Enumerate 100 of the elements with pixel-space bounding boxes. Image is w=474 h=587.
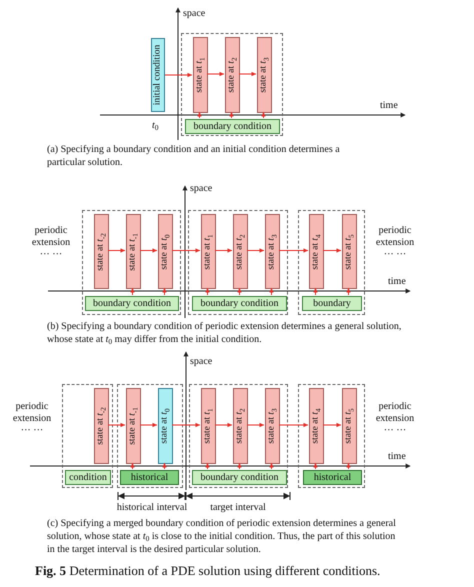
arrow (140, 248, 158, 253)
axis-label: time (388, 451, 406, 462)
state-box (158, 214, 173, 289)
arrow (205, 288, 210, 296)
box-label: boundary (312, 298, 352, 308)
dashed-group-box (298, 210, 365, 315)
arrow (206, 72, 224, 76)
arrow (237, 288, 242, 296)
dashed-group-box (82, 210, 181, 315)
arrow (162, 288, 167, 296)
arrow (269, 462, 274, 470)
axis-label: t$_{0}$ (152, 120, 159, 132)
figure-caption: Fig. 5 Determination of a PDE solution using different conditions. (35, 564, 380, 579)
arrow (346, 462, 351, 470)
dashed-group-box (181, 33, 283, 136)
dashed-group-box (188, 210, 288, 315)
ellipsis-text: ··· ··· (38, 249, 64, 260)
caption-text: (b) Specifying a boundary condition of periodic extension determines a general solution, whose state at t$_{0}$ may differ from the initial condition. (47, 320, 402, 346)
initial-condition-box (151, 38, 165, 112)
arrow (261, 112, 266, 118)
axis-label: space (190, 356, 212, 368)
arrow (162, 462, 167, 470)
arrow (172, 248, 200, 253)
historical-condition-box (303, 470, 362, 485)
state-box (94, 388, 109, 464)
side-label: periodic extension (374, 225, 416, 248)
axis-label: time (380, 100, 398, 112)
box-label: initial condition (153, 44, 163, 106)
boundary-condition-box (65, 470, 111, 485)
boundary-condition-box (192, 296, 287, 311)
boundary-condition-box (192, 470, 287, 485)
box-label: condition (68, 472, 108, 482)
initial-condition-box (158, 388, 173, 464)
state-box (233, 214, 248, 289)
arrow (313, 462, 318, 470)
arrow (322, 248, 342, 253)
arrow (269, 288, 274, 296)
state-box (342, 214, 357, 289)
arrow (164, 72, 192, 78)
arrow (140, 422, 158, 428)
box-label: historical (312, 472, 352, 482)
state-box (126, 214, 141, 289)
arrow (108, 248, 126, 253)
arrow (238, 72, 256, 76)
box-label: boundary condition (199, 472, 280, 482)
boundary-condition-box (302, 296, 362, 311)
arrow (130, 288, 135, 296)
ellipsis-text: ··· ··· (382, 249, 408, 260)
ellipsis-text: ··· ··· (20, 425, 44, 436)
side-label: periodic extension (374, 401, 416, 424)
dashed-group-box (62, 384, 113, 488)
arrow (278, 422, 308, 428)
ellipsis-text: ··· ··· (382, 425, 408, 436)
boundary-condition-box (85, 296, 179, 311)
boundary-condition-box (185, 119, 280, 134)
dimension-label: historical interval (116, 502, 188, 514)
arrow (278, 248, 308, 253)
dashed-group-box (298, 384, 365, 488)
historical-condition-box (120, 470, 179, 485)
caption-text: (a) Specifying a boundary condition and an initial condition determines a particular solution. (47, 143, 341, 169)
dashed-group-box (189, 384, 288, 488)
arrow (313, 288, 318, 296)
state-box (233, 388, 248, 464)
box-label: historical (130, 472, 170, 482)
state-box (126, 388, 141, 464)
arrow (246, 422, 264, 428)
arrow (322, 422, 342, 428)
arrow (108, 422, 126, 428)
arrow (130, 462, 135, 470)
state-box (342, 388, 357, 464)
dimension-label: target interval (209, 502, 267, 514)
arrow (346, 288, 351, 296)
axis-label: space (190, 183, 212, 194)
state-box (225, 37, 240, 113)
arrow (197, 112, 202, 118)
state-box (201, 388, 216, 464)
arrow (214, 248, 232, 253)
state-box (94, 214, 109, 289)
state-box (257, 37, 272, 113)
box-label: boundary condition (199, 298, 280, 308)
state-box (193, 37, 208, 113)
box-label: boundary condition (192, 122, 273, 132)
axis-label: time (388, 276, 406, 288)
state-box (201, 214, 216, 289)
arrow (237, 462, 242, 470)
side-label: periodic extension (30, 225, 72, 248)
arrow (229, 112, 234, 118)
state-box (309, 388, 324, 464)
state-box (265, 388, 280, 464)
arrow (205, 462, 210, 470)
side-label: periodic extension (12, 401, 52, 424)
axis-label: space (183, 8, 206, 20)
caption-text: (c) Specifying a merged boundary condition of periodic extension determines a general solution, whose state at t$_{0}$ is close to the initial condition. Thus, the part of this solution in the target interval is the desired particular solution. (47, 517, 397, 556)
state-box (265, 214, 280, 289)
box-label: boundary condition (92, 298, 172, 308)
arrow (172, 422, 200, 428)
state-box (309, 214, 324, 289)
arrow (246, 248, 264, 253)
dashed-group-box (117, 384, 183, 488)
arrow (214, 422, 232, 428)
